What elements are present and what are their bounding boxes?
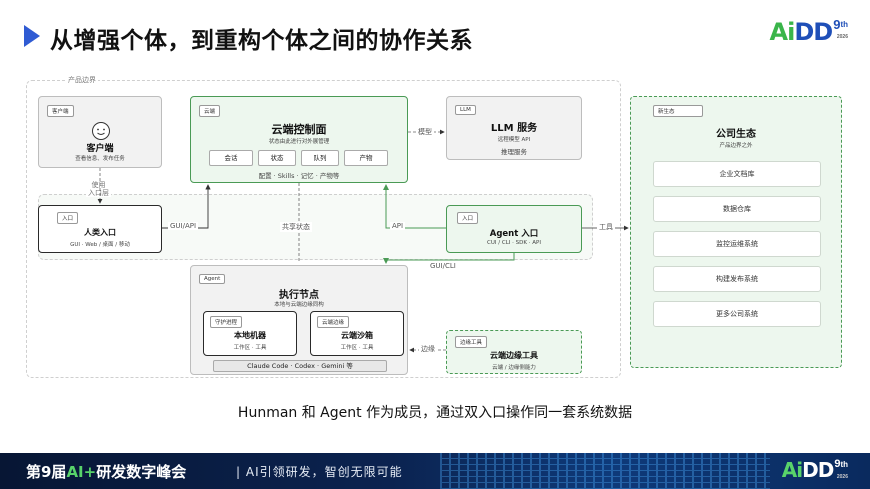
footer-slogan: | AI引领研发，智创无限可能: [236, 465, 403, 479]
llm-box: LLM LLM 服务 远程模型 API 推理服务: [446, 96, 582, 160]
cloud-sandbox-tag: 云端边缘: [317, 316, 350, 328]
edge-label-gui-api: GUI/API: [168, 222, 199, 230]
chip-state: 状态: [258, 150, 296, 166]
chip-artifact: 产物: [344, 150, 388, 166]
edge-label-tools: 工具: [597, 222, 615, 232]
edge-label-shared-state: 共享状态: [280, 222, 312, 232]
cloud-sandbox-name: 云端沙箱: [341, 331, 373, 340]
title-arrow-icon: [24, 25, 40, 47]
agents-footer-chip: Claude Code · Codex · Gemini 等: [213, 360, 387, 372]
human-entry-name: 人类入口: [84, 228, 116, 237]
local-machine-sub: 工作区 · 工具: [233, 345, 267, 351]
cloud-control-name: 云端控制面: [271, 123, 327, 136]
human-entry-sub: GUI · Web / 桌面 / 移动: [70, 242, 130, 248]
llm-sub1: 远程模型 API: [497, 137, 531, 143]
footer-title: 第9届AI+研发数字峰会: [26, 463, 187, 481]
local-machine-tag: 守护进程: [210, 316, 243, 328]
cloud-control-box: 云端 云端控制面 状态由此进行对外展管理 会话 状态 队列 产物 配置 · Sk…: [190, 96, 408, 183]
llm-tag: LLM: [455, 105, 476, 115]
user-icon: [92, 122, 110, 140]
human-entry-tag: 入口: [57, 212, 79, 224]
llm-name: LLM 服务: [490, 123, 538, 134]
cloud-control-tag: 云端: [199, 105, 221, 117]
edge-label-edge: 边缘: [419, 344, 437, 354]
eco-item-warehouse: 数据仓库: [653, 196, 821, 222]
eco-item-monitoring: 监控运维系统: [653, 231, 821, 257]
llm-sub2: 推理服务: [501, 148, 527, 156]
edge-tools-tag: 边缘工具: [455, 336, 488, 348]
edge-tools-box: 边缘工具 云端边缘工具 云端 / 边缘侧能力: [446, 330, 582, 374]
edge-label-gui-cli: GUI/CLI: [428, 262, 458, 270]
cloud-sandbox-sub: 工作区 · 工具: [340, 345, 374, 351]
entry-layer-label: 使用入口层: [86, 181, 111, 197]
human-entry-box: 入口 人类入口 GUI · Web / 桌面 / 移动: [38, 205, 162, 253]
cloud-sandbox-box: 云端边缘 云端沙箱 工作区 · 工具: [310, 311, 404, 356]
local-machine-box: 守护进程 本地机器 工作区 · 工具: [203, 311, 297, 356]
exec-node-sub: 本地与云端边缘同构: [274, 302, 324, 308]
edge-label-model: 模型: [416, 127, 434, 137]
footer-pattern: [440, 453, 770, 489]
agent-entry-name: Agent 入口: [489, 229, 539, 239]
eco-item-build: 构建发布系统: [653, 266, 821, 292]
agent-entry-tag: 入口: [457, 212, 479, 224]
agent-entry-sub: CUI / CLI · SDK · API: [487, 240, 541, 246]
eco-item-docs: 企业文档库: [653, 161, 821, 187]
product-boundary-label: 产品边界: [66, 75, 98, 85]
exec-node-box: Agent 执行节点 本地与云端边缘同构 守护进程 本地机器 工作区 · 工具 …: [190, 265, 408, 375]
ecosystem-name: 公司生态: [716, 129, 756, 140]
client-name: 客户端: [86, 144, 114, 154]
edge-label-api: API: [390, 222, 406, 230]
cloud-control-footer: 配置 · Skills · 记忆 · 产物等: [258, 172, 340, 180]
cloud-control-sub: 状态由此进行对外展管理: [268, 139, 330, 145]
local-machine-name: 本地机器: [234, 331, 266, 340]
chip-session: 会话: [209, 150, 253, 166]
exec-node-name: 执行节点: [279, 290, 319, 301]
product-boundary-region: [26, 80, 621, 378]
edge-tools-name: 云端边缘工具: [490, 351, 538, 360]
ecosystem-box: 新生态 公司生态 产品边界之外 企业文档库 数据仓库 监控运维系统 构建发布系统…: [630, 96, 842, 368]
eco-item-more: 更多公司系统: [653, 301, 821, 327]
page-title: 从增强个体，到重构个体之间的协作关系: [50, 28, 473, 54]
ecosystem-sub: 产品边界之外: [719, 143, 753, 149]
diagram-caption: Hunman 和 Agent 作为成员，通过双入口操作同一套系统数据: [237, 405, 633, 421]
edge-tools-sub: 云端 / 边缘侧能力: [492, 365, 536, 371]
client-box: 客户端 客户端 查看信息、发布任务: [38, 96, 162, 168]
logo-wordmark: AiDD: [769, 18, 834, 46]
agent-entry-box: 入口 Agent 入口 CUI / CLI · SDK · API: [446, 205, 582, 253]
chip-queue: 队列: [301, 150, 339, 166]
client-tag: 客户端: [47, 105, 74, 117]
exec-node-tag: Agent: [199, 274, 226, 284]
client-sub: 查看信息、发布任务: [75, 156, 125, 162]
ecosystem-tag: 新生态: [653, 105, 703, 117]
